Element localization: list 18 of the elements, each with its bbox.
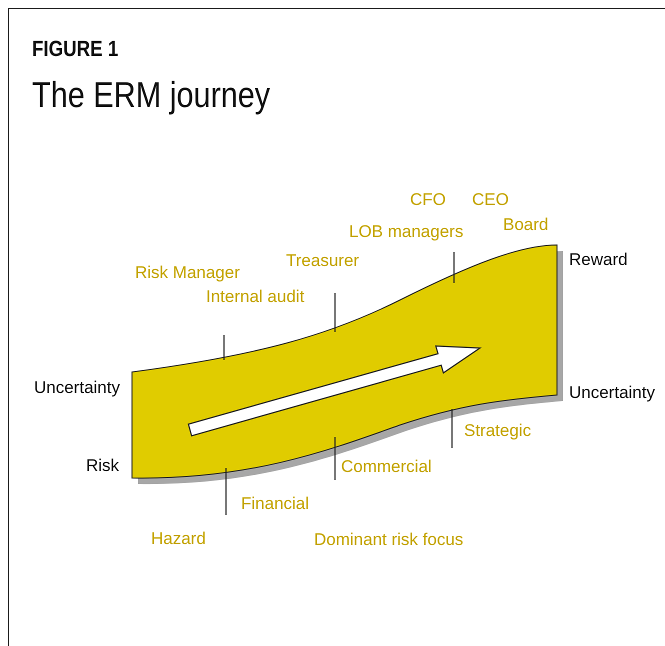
figure-title: The ERM journey [32, 74, 270, 116]
risk-type-label: Strategic [464, 421, 532, 441]
end-label: Uncertainty [569, 383, 655, 403]
risk-type-label: Hazard [151, 529, 206, 549]
role-label: CFO [410, 190, 446, 210]
role-label: Risk Manager [135, 263, 240, 283]
risk-type-label: Commercial [341, 457, 432, 477]
role-label: Internal audit [206, 287, 304, 307]
end-label: Risk [86, 456, 120, 476]
end-label: Reward [569, 250, 628, 270]
role-label: Board [503, 215, 548, 235]
risk-type-label: Financial [241, 494, 310, 514]
figure-number: FIGURE 1 [32, 36, 118, 62]
end-label: Uncertainty [34, 378, 120, 398]
axis-title: Dominant risk focus [314, 530, 464, 550]
role-label: Treasurer [286, 251, 360, 271]
role-label: CEO [472, 190, 509, 210]
role-label: LOB managers [349, 222, 464, 242]
